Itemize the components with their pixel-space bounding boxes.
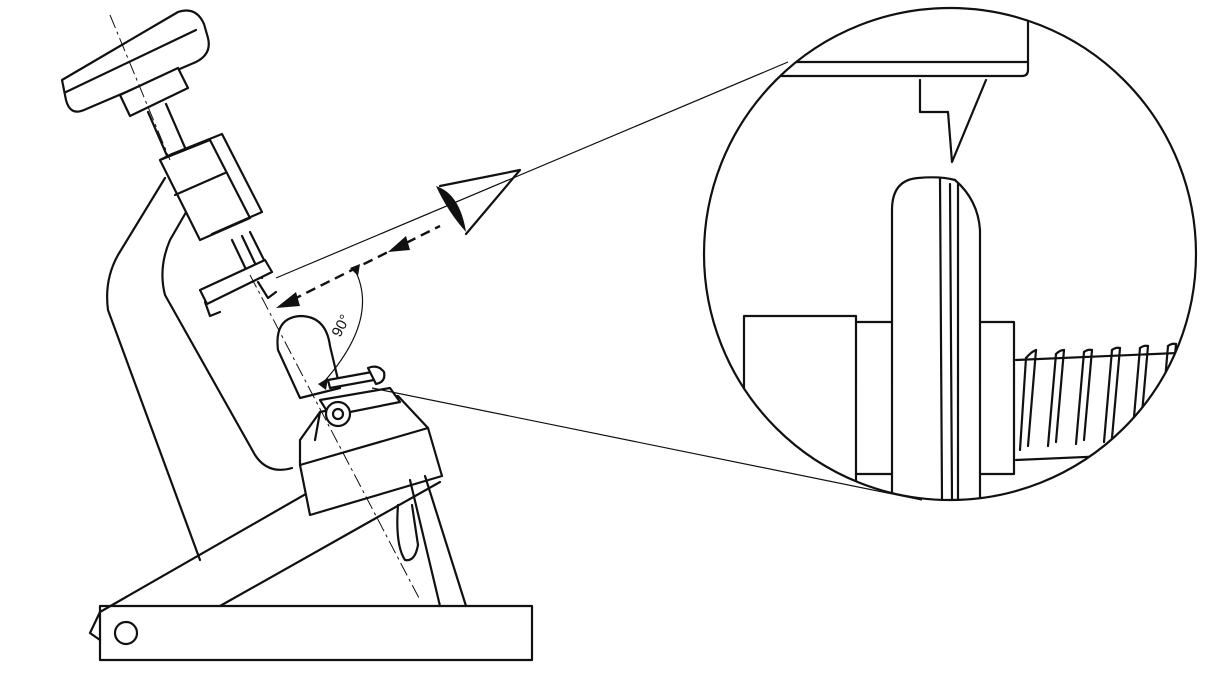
screw-nut-housing xyxy=(158,132,264,242)
projection-line-lower xyxy=(371,387,923,501)
pivot-hole xyxy=(113,620,139,646)
eye-icon xyxy=(436,168,522,236)
specimen-clamp xyxy=(318,365,402,428)
tilt-bars xyxy=(98,394,444,614)
indenter-holder xyxy=(198,230,278,318)
axis-centerline xyxy=(109,14,421,601)
frame-arm xyxy=(106,176,294,562)
base-plate xyxy=(88,604,534,662)
handwheel xyxy=(60,9,210,118)
support-strut xyxy=(396,474,468,608)
sight-line xyxy=(276,224,441,308)
angle-label: 90° xyxy=(329,312,355,340)
indenter-tip xyxy=(918,78,988,164)
detail-magnifier-circle xyxy=(702,6,1198,502)
projection-line-upper xyxy=(275,61,789,279)
tilt-block xyxy=(298,426,444,517)
